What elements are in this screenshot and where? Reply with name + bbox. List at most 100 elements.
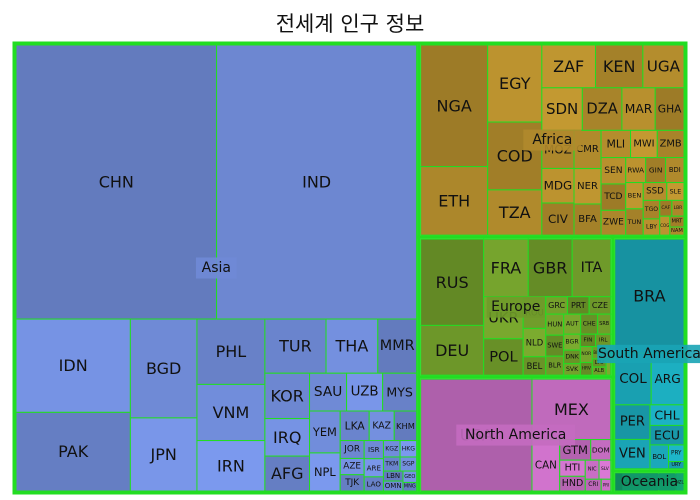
- tile-label-hrv: HRV: [582, 365, 591, 371]
- tile-label-sgp: SGP: [402, 461, 415, 468]
- tile-vnm[interactable]: [196, 383, 266, 442]
- tile-mys[interactable]: [382, 372, 418, 412]
- tile-bra[interactable]: [614, 238, 685, 354]
- tile-ner[interactable]: [573, 168, 602, 205]
- tile-mmr[interactable]: [377, 318, 418, 374]
- group-label-oceania: Oceania: [621, 474, 678, 490]
- tile-zmb[interactable]: [656, 129, 685, 159]
- tile-label-cze: CZE: [592, 301, 608, 310]
- tile-dza[interactable]: [581, 87, 623, 131]
- tile-label-lao: LAO: [367, 479, 382, 488]
- tile-label-geo: GEO: [404, 474, 415, 480]
- tile-label-dza: DZA: [586, 101, 617, 118]
- tile-idn[interactable]: [15, 318, 131, 413]
- tile-label-lbr: LBR: [674, 205, 683, 211]
- tile-ury[interactable]: [668, 461, 685, 470]
- tile-label-tcd: TCD: [603, 192, 622, 202]
- tile-label-npl: NPL: [314, 465, 336, 479]
- tile-label-mmr: MMR: [380, 338, 415, 354]
- tile-label-sdn: SDN: [546, 100, 578, 118]
- group-europe: RUSDEUFRAGBRITAUKRPOLROUNLDBELGRCPRTCZEH…: [417, 235, 615, 379]
- tile-label-bdi: BDI: [669, 166, 681, 174]
- group-label-north-america: North America: [465, 427, 566, 443]
- tile-label-lka: LKA: [345, 419, 366, 432]
- tile-label-nam: NAM: [671, 228, 683, 234]
- group-label-bg-north-america: [456, 424, 576, 446]
- tile-label-pol: POL: [489, 348, 518, 365]
- tile-label-lbn: LBN: [386, 472, 400, 480]
- tile-label-ken: KEN: [603, 57, 636, 76]
- tile-label-gin: GIN: [649, 166, 662, 175]
- tile-mng[interactable]: [402, 481, 418, 492]
- tile-label-bfa: BFA: [578, 214, 597, 225]
- tile-ind[interactable]: [216, 44, 418, 320]
- tile-label-rus: RUS: [436, 273, 469, 292]
- tile-label-tgo: TGO: [644, 206, 658, 213]
- tile-label-cog: COG: [660, 223, 669, 228]
- tile-label-idn: IDN: [59, 356, 88, 375]
- tile-label-deu: DEU: [435, 341, 469, 360]
- tile-label-gha: GHA: [658, 103, 682, 116]
- tile-label-civ: CIV: [548, 212, 569, 226]
- tile-label-ben: BEN: [628, 192, 642, 200]
- tile-label-pry: PRY: [671, 450, 682, 456]
- tile-npl[interactable]: [309, 452, 341, 492]
- tile-mar[interactable]: [621, 87, 656, 131]
- tile-label-tur: TUR: [278, 337, 312, 356]
- group-label-south-america: South America: [598, 346, 700, 362]
- tile-label-gtm: GTM: [563, 443, 588, 457]
- tile-label-tun: TUN: [627, 218, 642, 226]
- tile-label-gbr: GBR: [533, 258, 568, 277]
- tile-nam[interactable]: [669, 226, 685, 236]
- tile-label-uzb: UZB: [351, 385, 379, 400]
- tile-ita[interactable]: [571, 238, 612, 298]
- tile-label-hnd: HND: [562, 478, 584, 489]
- group-label-asia: Asia: [202, 260, 231, 276]
- tile-lka[interactable]: [339, 410, 370, 442]
- tile-ken[interactable]: [594, 44, 644, 89]
- tile-chn[interactable]: [15, 44, 218, 320]
- tile-label-mwi: MWI: [633, 138, 654, 149]
- tile-label-bih: BIH: [593, 350, 600, 355]
- tile-label-kor: KOR: [271, 386, 304, 405]
- tile-ven[interactable]: [614, 438, 651, 470]
- tile-tha[interactable]: [325, 318, 379, 374]
- tile-label-per: PER: [620, 415, 645, 430]
- group-label-europe: Europe: [491, 299, 540, 315]
- tile-eth[interactable]: [420, 166, 489, 236]
- tile-irq[interactable]: [264, 418, 311, 457]
- tile-nga[interactable]: [420, 44, 489, 168]
- tile-pri[interactable]: [600, 478, 612, 492]
- tile-tza[interactable]: [487, 189, 543, 236]
- tile-irn[interactable]: [196, 440, 266, 492]
- tile-label-bol: BOL: [652, 453, 666, 461]
- tile-zwe[interactable]: [600, 209, 627, 236]
- tile-afg[interactable]: [264, 455, 311, 492]
- tile-label-bra: BRA: [633, 287, 665, 306]
- tile-tcd[interactable]: [600, 183, 627, 211]
- tile-label-ecu: ECU: [654, 428, 680, 443]
- tile-label-hun: HUN: [547, 321, 562, 329]
- tile-label-fra: FRA: [491, 258, 522, 277]
- tile-label-mli: MLI: [606, 137, 625, 150]
- tile-deu[interactable]: [420, 324, 485, 376]
- tile-label-alb: ALB: [594, 368, 604, 374]
- tile-label-dom: DOM: [592, 445, 610, 454]
- tile-label-jpn: JPN: [149, 445, 176, 464]
- tile-label-isr: ISR: [368, 445, 380, 454]
- tile-mdg[interactable]: [541, 167, 575, 204]
- tile-label-srb: SRB: [599, 321, 610, 327]
- tile-sdn[interactable]: [541, 87, 583, 131]
- tile-phl[interactable]: [196, 318, 266, 385]
- tile-label-ven: VEN: [619, 447, 646, 462]
- tile-label-nic: NIC: [588, 467, 597, 473]
- tile-label-khm: KHM: [396, 421, 415, 431]
- tile-label-uga: UGA: [647, 57, 681, 75]
- tile-tur[interactable]: [264, 318, 327, 374]
- tile-sau[interactable]: [309, 372, 348, 412]
- tile-label-prt: PRT: [571, 301, 586, 310]
- tile-label-rwa: RWA: [627, 166, 644, 175]
- tile-label-irl: IRL: [599, 337, 609, 343]
